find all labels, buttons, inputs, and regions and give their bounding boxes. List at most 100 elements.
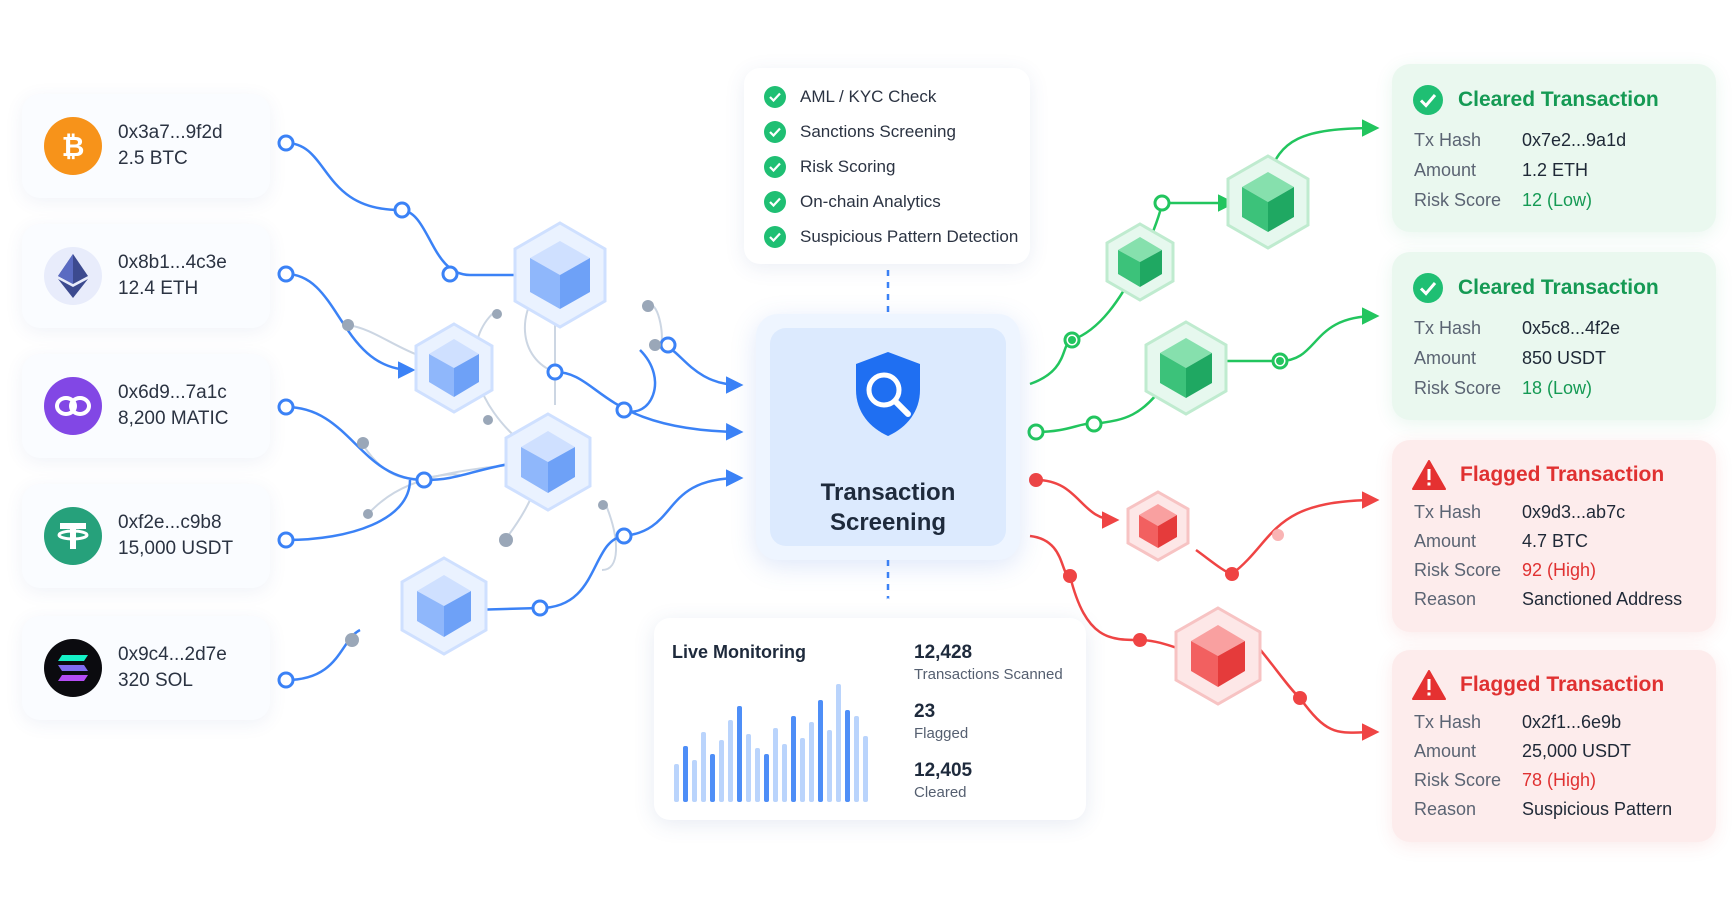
monitor-title: Live Monitoring xyxy=(672,642,806,662)
sparkline-bar xyxy=(809,722,814,802)
sparkline-bar xyxy=(836,684,841,802)
input-path xyxy=(285,405,521,482)
flagged-transaction-card[interactable]: Flagged Transaction Tx Hash 0x9d3...ab7c… xyxy=(1392,440,1716,632)
node-cube xyxy=(513,221,607,329)
connector-dot xyxy=(357,437,369,449)
sparkline-bar xyxy=(674,764,679,802)
flagged-path xyxy=(1251,639,1380,741)
check-item: On-chain Analytics xyxy=(764,189,941,215)
check-circle-icon xyxy=(764,226,786,248)
connector-dot xyxy=(277,398,295,416)
stat-label: Flagged xyxy=(914,725,969,742)
connector-dot xyxy=(277,531,295,549)
wallet-card-btc[interactable]: ₿ 0x3a7...9f2d 2.5 BTC xyxy=(22,94,270,198)
tx-amount: 850 USDT xyxy=(1522,348,1607,368)
risk-score: 18 (Low) xyxy=(1522,378,1593,398)
hub-panel: Transaction Screening xyxy=(770,328,1006,546)
warning-triangle-icon xyxy=(1412,460,1446,490)
tx-hash: 0x9d3...ab7c xyxy=(1522,502,1626,522)
connector-dot xyxy=(1272,529,1284,541)
risk-score: 12 (Low) xyxy=(1522,190,1593,210)
field-label: Risk Score xyxy=(1414,378,1502,398)
sparkline-bar xyxy=(827,730,832,802)
sparkline-bar xyxy=(701,732,706,802)
connector-dot xyxy=(598,500,608,510)
check-circle-icon xyxy=(1413,273,1443,303)
field-label: Amount xyxy=(1414,531,1477,551)
input-path xyxy=(554,370,744,441)
activity-sparkline xyxy=(674,684,868,802)
sparkline-bar xyxy=(791,716,796,802)
sparkline-bar xyxy=(719,740,724,802)
field-label: Risk Score xyxy=(1414,190,1502,210)
connector-dot xyxy=(1027,423,1045,441)
hub-title: Transaction Screening xyxy=(770,478,1006,538)
sparkline-bar xyxy=(863,736,868,802)
sparkline-bar xyxy=(710,754,715,802)
cleared-path xyxy=(1222,307,1380,363)
card-title: Cleared Transaction xyxy=(1458,276,1659,299)
check-item: AML / KYC Check xyxy=(764,84,936,110)
connector-dot xyxy=(531,599,549,617)
node-cube xyxy=(414,322,494,414)
field-label: Tx Hash xyxy=(1414,318,1482,338)
input-path xyxy=(285,272,416,379)
wallet-amount: 12.4 ETH xyxy=(118,278,199,299)
connector-dot xyxy=(1085,415,1103,433)
wallet-address: 0x6d9...7a1c xyxy=(118,382,227,403)
flagged-transaction-card[interactable]: Flagged Transaction Tx Hash 0x2f1...6e9b… xyxy=(1392,650,1716,842)
connector-dot xyxy=(363,509,373,519)
card-header: Cleared Transaction xyxy=(1412,84,1659,116)
connector-dot xyxy=(492,309,502,319)
connector-dot xyxy=(1153,194,1171,212)
wallet-card-usdt[interactable]: 0xf2e...c9b8 15,000 USDT xyxy=(22,484,270,588)
connector-dot xyxy=(277,265,295,283)
connector-dot xyxy=(1276,357,1284,365)
solana-icon xyxy=(44,639,102,697)
node-cube xyxy=(1126,490,1190,562)
connector-dot xyxy=(1225,567,1239,581)
input-path xyxy=(623,349,657,413)
node-cube xyxy=(1105,222,1175,302)
connector-dot xyxy=(615,527,633,545)
wallet-card-eth[interactable]: 0x8b1...4c3e 12.4 ETH xyxy=(22,224,270,328)
stat-value: 12,405 xyxy=(914,760,973,781)
connector-dot xyxy=(393,201,411,219)
node-cube xyxy=(400,556,488,656)
tx-hash: 0x5c8...4f2e xyxy=(1522,318,1621,338)
field-label: Risk Score xyxy=(1414,560,1502,580)
cleared-transaction-card[interactable]: Cleared Transaction Tx Hash 0x7e2...9a1d… xyxy=(1392,64,1716,232)
flag-reason: Sanctioned Address xyxy=(1522,589,1683,609)
card-header: Cleared Transaction xyxy=(1412,272,1659,304)
check-item: Risk Scoring xyxy=(764,154,895,180)
stat-label: Cleared xyxy=(914,784,967,801)
check-label: Sanctions Screening xyxy=(800,122,956,141)
check-circle-icon xyxy=(764,121,786,143)
wallet-card-matic[interactable]: 0x6d9...7a1c 8,200 MATIC xyxy=(22,354,270,458)
node-cube xyxy=(1174,606,1262,706)
wallet-amount: 15,000 USDT xyxy=(118,538,234,559)
svg-text:₿: ₿ xyxy=(62,130,85,163)
wallet-amount: 320 SOL xyxy=(118,670,193,691)
connector-dot xyxy=(345,633,359,647)
wallet-address: 0x8b1...4c3e xyxy=(118,252,227,273)
sparkline-bar xyxy=(782,744,787,802)
connector-dot xyxy=(1068,336,1076,344)
check-label: Risk Scoring xyxy=(800,157,896,176)
connector-dot xyxy=(1063,569,1077,583)
stat-label: Transactions Scanned xyxy=(914,666,1063,683)
wallet-amount: 2.5 BTC xyxy=(118,148,188,169)
check-circle-icon xyxy=(764,156,786,178)
warning-triangle-icon xyxy=(1412,670,1446,700)
check-label: AML / KYC Check xyxy=(800,87,937,106)
cleared-transaction-card[interactable]: Cleared Transaction Tx Hash 0x5c8...4f2e… xyxy=(1392,252,1716,420)
field-label: Tx Hash xyxy=(1414,712,1482,732)
connector-dot xyxy=(1133,633,1147,647)
connector-dot xyxy=(441,265,459,283)
connector-dot xyxy=(642,300,654,312)
hub-title-line: Transaction xyxy=(820,479,956,506)
connector-dot xyxy=(342,319,354,331)
connector-dot xyxy=(1029,473,1043,487)
wallet-card-sol[interactable]: 0x9c4...2d7e 320 SOL xyxy=(22,616,270,720)
